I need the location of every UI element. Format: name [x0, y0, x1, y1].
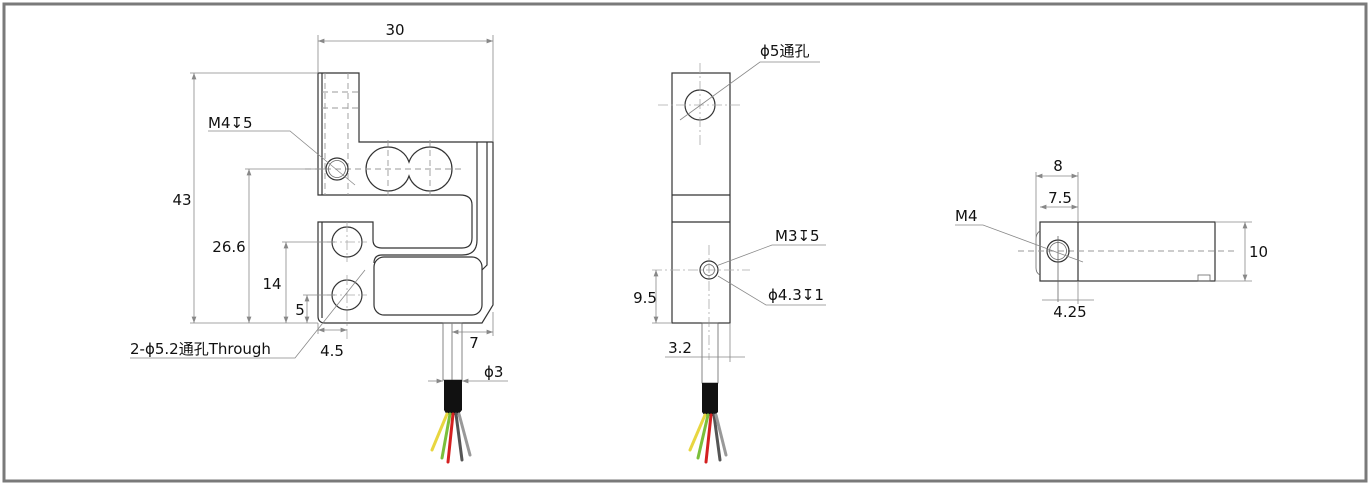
label-through-holes: 2-ϕ5.2通孔Through: [130, 340, 271, 358]
dim-7-5: 7.5: [1048, 189, 1072, 207]
label-counterbore: ϕ4.3↧1: [768, 286, 824, 304]
side-view: ϕ5通孔 M3↧5 ϕ4.3↧1 9.5 3.2: [633, 42, 826, 464]
dim-hole-height: 26.6: [212, 238, 245, 256]
front-view: 30 43 26.6 14 5 4.5 7 ϕ3 M4↧5 2-ϕ5.2通孔Th…: [130, 21, 508, 464]
side-cable-sheath: [702, 383, 718, 416]
wires: [430, 412, 472, 464]
dim-width: 30: [385, 21, 404, 39]
label-m4-thread: M4↧5: [208, 114, 253, 132]
dim-lower-hole: 5: [295, 301, 305, 319]
dim-10: 10: [1249, 243, 1268, 261]
dim-height: 43: [172, 191, 191, 209]
dim-cable-diameter: ϕ3: [484, 363, 503, 381]
dim-side-hole-height: 9.5: [633, 289, 657, 307]
label-through-hole: ϕ5通孔: [760, 42, 809, 60]
dim-8: 8: [1053, 157, 1063, 175]
label-end-m4: M4: [955, 207, 978, 225]
side-wires: [688, 413, 728, 464]
load-cell-body: [317, 72, 494, 324]
dim-hole-offset: 4.5: [320, 342, 344, 360]
end-body: [1039, 221, 1216, 282]
dim-cable-offset: 7: [469, 334, 479, 352]
label-m3-thread: M3↧5: [775, 227, 820, 245]
cable-sheath: [444, 380, 462, 415]
lower-pocket: [373, 256, 483, 316]
m3-thread-hole: [699, 260, 719, 280]
dim-side-cable-offset: 3.2: [668, 339, 692, 357]
dim-upper-hole: 14: [262, 275, 281, 293]
side-body: [671, 72, 731, 324]
dim-4-25: 4.25: [1053, 303, 1086, 321]
end-view: 8 7.5 M4 10 4.25: [955, 157, 1268, 321]
